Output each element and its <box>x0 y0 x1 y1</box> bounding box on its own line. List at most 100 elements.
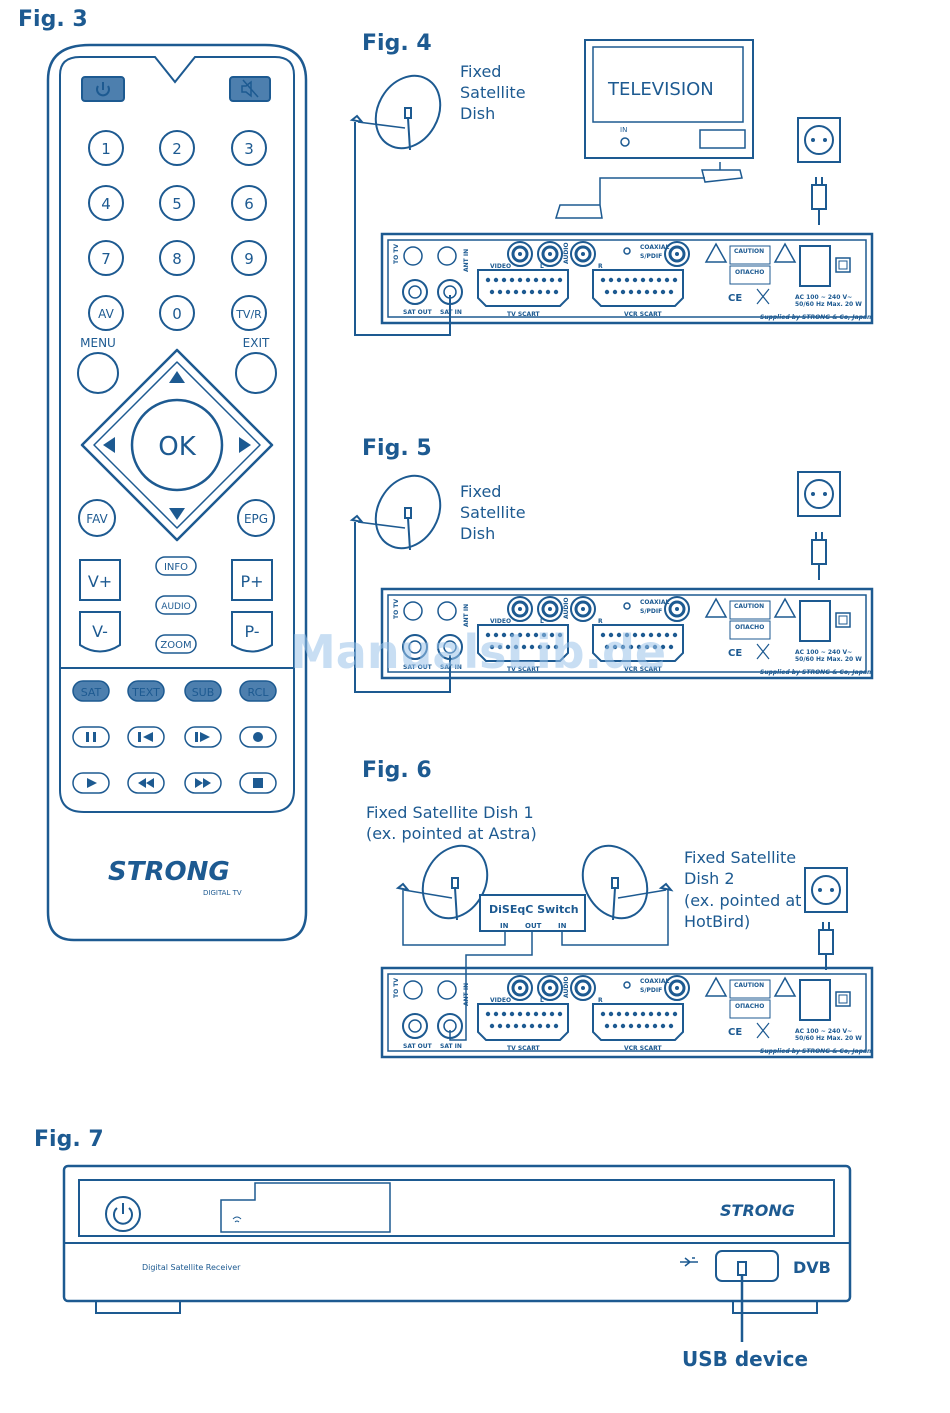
stop-button[interactable] <box>239 772 277 794</box>
fig6-dish2-cable <box>561 890 669 946</box>
sat-in-port <box>437 634 463 660</box>
down-arrow-icon[interactable] <box>169 508 185 520</box>
left-arrow-icon[interactable] <box>103 437 115 453</box>
front-power-button[interactable] <box>105 1196 141 1232</box>
av-button[interactable] <box>88 295 124 331</box>
fig4-dish-label-line1: Fixed <box>460 62 501 81</box>
vcr-scart-label: VCR SCART <box>624 311 662 318</box>
record-icon <box>253 732 263 742</box>
step-forward-button[interactable] <box>184 726 222 748</box>
warning-icon <box>704 597 728 618</box>
play-icon <box>87 778 97 788</box>
digit-2-button[interactable] <box>159 130 195 166</box>
ant-in-label: ANT IN <box>463 983 470 1006</box>
spdif-port <box>663 974 691 1002</box>
digit-4-button[interactable] <box>88 185 124 221</box>
to-tv-label: TO TV <box>393 244 400 264</box>
to-tv-port <box>403 246 423 266</box>
sat-out-label: SAT OUT <box>403 309 433 316</box>
epg-button[interactable] <box>237 499 275 537</box>
diseqc-out-label: OUT <box>525 922 542 930</box>
volume-down-label: V- <box>92 622 108 641</box>
power-spec-line2: 50/60 Hz Max. 20 W <box>795 656 862 663</box>
zoom-button[interactable] <box>155 634 197 654</box>
exit-button[interactable] <box>235 352 277 394</box>
fig4-satellite-dish <box>362 63 454 161</box>
program-up-button[interactable] <box>231 559 273 601</box>
rcl-button[interactable] <box>239 680 277 702</box>
fig4-dish-label-line2: Satellite <box>460 83 526 102</box>
right-arrow-icon[interactable] <box>239 437 251 453</box>
step-back-icon <box>138 732 141 742</box>
fig6-dish1-label-line1: Fixed Satellite Dish 1 <box>366 803 534 822</box>
play-button[interactable] <box>72 772 110 794</box>
digit-1-label: 1 <box>101 140 111 158</box>
digit-9-button[interactable] <box>231 240 267 276</box>
digit-6-button[interactable] <box>231 185 267 221</box>
usb-port[interactable] <box>737 1261 747 1276</box>
volume-up-button[interactable] <box>79 559 121 601</box>
epg-label: EPG <box>244 512 268 526</box>
opasno-label: ОПАСНО <box>735 624 764 631</box>
fig5-coax-cable <box>354 522 451 693</box>
sat-in-label: SAT IN <box>440 1043 462 1050</box>
rewind-button[interactable] <box>127 772 165 794</box>
digit-8-button[interactable] <box>159 240 195 276</box>
television: TELEVISION IN <box>584 39 754 159</box>
to-tv-label: TO TV <box>393 978 400 998</box>
program-up-label: P+ <box>240 572 263 591</box>
sub-button[interactable] <box>184 680 222 702</box>
info-button[interactable] <box>155 556 197 576</box>
tvr-button[interactable] <box>231 295 267 331</box>
to-tv-label: TO TV <box>393 599 400 619</box>
fig5-satellite-dish <box>362 463 454 561</box>
up-arrow-icon[interactable] <box>169 371 185 383</box>
digit-0-label: 0 <box>172 305 182 323</box>
fast-forward-button[interactable] <box>184 772 222 794</box>
power-switch <box>835 257 851 273</box>
fig6-power-plug <box>818 921 834 971</box>
digit-2-label: 2 <box>172 140 182 158</box>
warning-icon <box>704 976 728 997</box>
record-button[interactable] <box>239 726 277 748</box>
audio-l-label: L <box>540 618 544 625</box>
power-inlet <box>799 600 831 642</box>
coaxial-label: COAXIAL <box>640 244 669 251</box>
fig4-wall-socket <box>797 117 841 163</box>
tv-scart-label: TV SCART <box>507 311 541 318</box>
digit-5-label: 5 <box>172 195 182 213</box>
remote-brand-subtitle: DIGITAL TV <box>203 889 242 897</box>
pause-button[interactable] <box>72 726 110 748</box>
navigation-pad: OK <box>80 348 274 542</box>
digit-1-button[interactable] <box>88 130 124 166</box>
step-back-button[interactable] <box>127 726 165 748</box>
caution-label: CAUTION <box>734 603 764 610</box>
volume-down-button[interactable] <box>79 611 121 653</box>
sat-button[interactable] <box>72 680 110 702</box>
text-button[interactable] <box>127 680 165 702</box>
digit-7-button[interactable] <box>88 240 124 276</box>
numeric-keypad: 1 2 3 4 5 6 7 8 9 AV 0 TV/R <box>88 130 267 331</box>
power-inlet <box>799 979 831 1021</box>
digit-0-button[interactable] <box>159 295 195 331</box>
tv-scart-label: TV SCART <box>507 666 541 673</box>
to-tv-port <box>403 980 423 1000</box>
sat-out-port <box>402 1013 428 1039</box>
menu-label: MENU <box>80 336 116 350</box>
supplied-label: Supplied by STRONG & Co, Japan <box>760 314 871 321</box>
fav-button[interactable] <box>78 499 116 537</box>
opasno-label: ОПАСНО <box>735 269 764 276</box>
digit-6-label: 6 <box>244 195 254 213</box>
fig5-dish-label-line3: Dish <box>460 524 495 543</box>
audio-l-label: L <box>540 263 544 270</box>
rewind-icon <box>138 778 154 788</box>
step-forward-icon <box>195 732 198 742</box>
digit-3-button[interactable] <box>231 130 267 166</box>
playback-controls <box>72 726 277 794</box>
program-down-button[interactable] <box>231 611 273 653</box>
digit-5-button[interactable] <box>159 185 195 221</box>
menu-button[interactable] <box>77 352 119 394</box>
audio-button[interactable] <box>155 595 197 615</box>
ok-button[interactable] <box>130 398 224 492</box>
